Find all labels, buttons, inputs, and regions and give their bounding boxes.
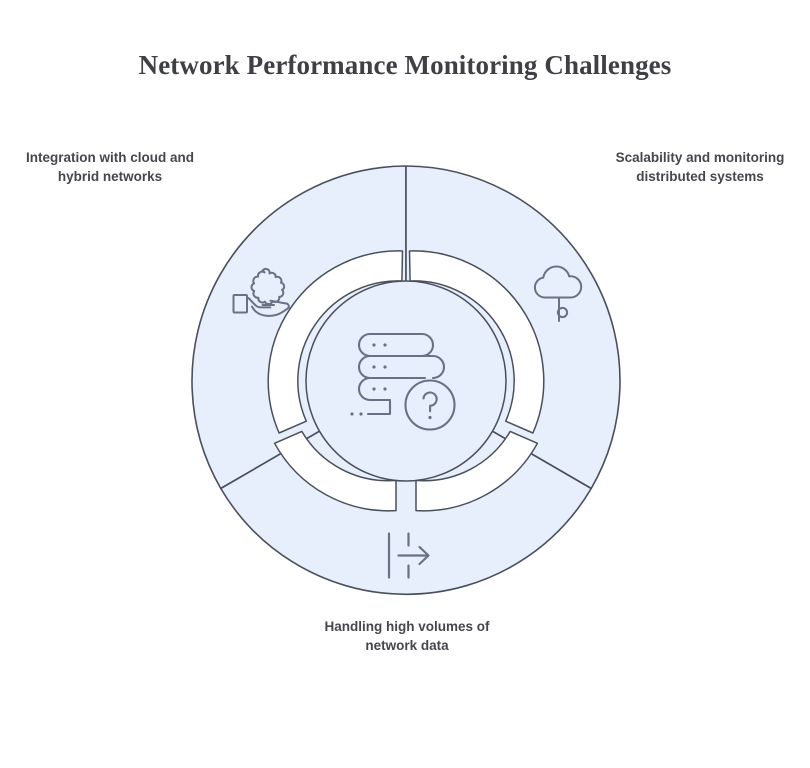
hand-puzzle-piece-icon [232, 268, 290, 317]
outer-segment-scalability[interactable] [405, 165, 621, 490]
ring-segment-volume-right[interactable] [415, 430, 539, 512]
label-volume: Handling high volumes of network data [324, 619, 490, 654]
database-question-icon [350, 332, 456, 431]
data-flow-arrow-icon [387, 532, 430, 579]
hub-circle[interactable] [305, 280, 507, 482]
ring-segment-scalability[interactable] [408, 250, 545, 434]
outer-segment-integration[interactable] [191, 165, 407, 490]
outer-segment-volume[interactable] [220, 380, 592, 596]
label-integration: Integration with cloud and hybrid networ… [26, 150, 194, 185]
label-scalability: Scalability and monitoring distributed s… [615, 150, 785, 185]
cloud-node-icon [533, 265, 583, 322]
page-title: Network Performance Monitoring Challenge… [138, 50, 672, 80]
outer-ring-group [191, 165, 621, 596]
ring-segment-volume[interactable] [273, 430, 397, 512]
ring-segment-integration[interactable] [267, 250, 404, 434]
inner-ring-group [267, 250, 545, 512]
